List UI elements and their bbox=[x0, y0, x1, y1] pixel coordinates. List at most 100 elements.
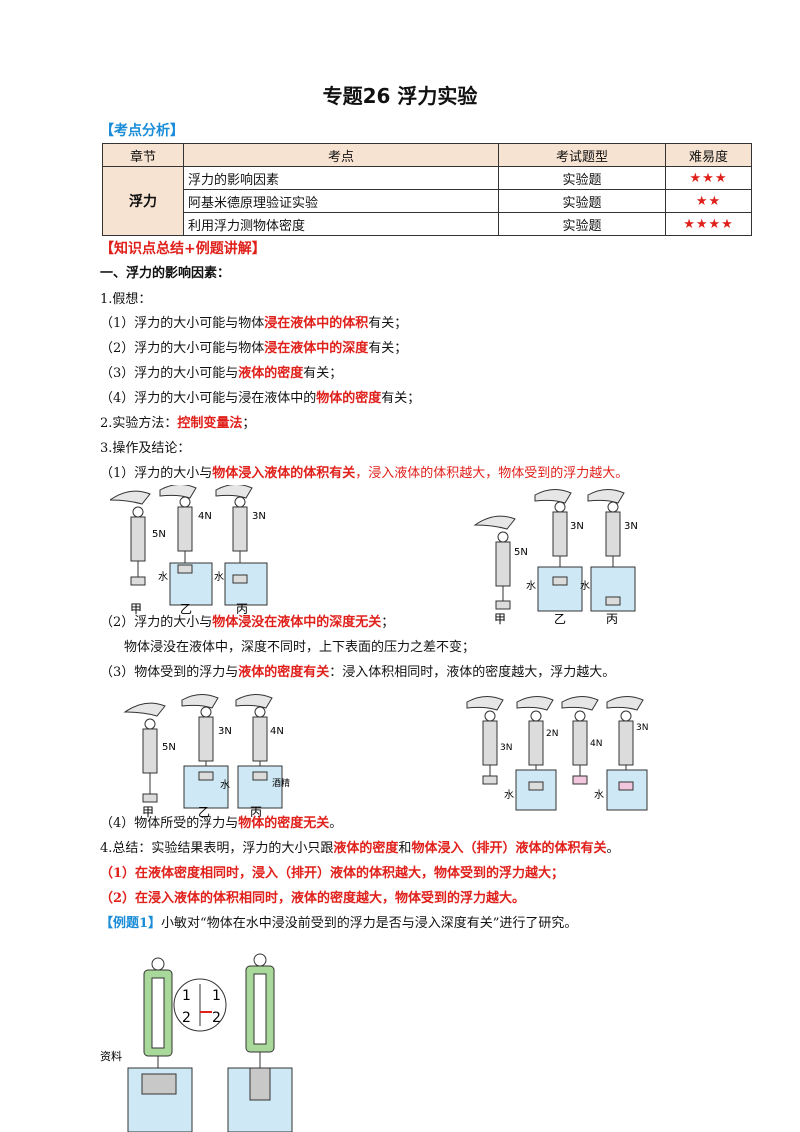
svg-text:1: 1 bbox=[182, 988, 191, 1004]
water-tank-icon bbox=[227, 1067, 293, 1132]
exam-points-table: 章节 考点 考试题型 难易度 浮力 浮力的影响因素 实验题 ★★★ 阿基米德原理… bbox=[102, 143, 752, 236]
figure-object-density-experiment: 3N 2N 4N 3N 水 水 bbox=[466, 696, 648, 811]
block-icon bbox=[572, 775, 588, 785]
svg-text:乙: 乙 bbox=[180, 602, 192, 615]
hand-icon bbox=[159, 485, 197, 499]
spring-scale-icon bbox=[232, 506, 248, 552]
hand-icon bbox=[123, 702, 166, 717]
hypothesis-line-2: （2）浮力的大小可能与物体浸在液体中的深度有关； bbox=[100, 341, 408, 356]
hand-icon bbox=[473, 515, 516, 530]
table-row: 利用浮力测物体密度 实验题 ★★★★ bbox=[103, 212, 752, 236]
svg-text:4N: 4N bbox=[198, 511, 212, 522]
chapter-cell: 浮力 bbox=[102, 166, 184, 236]
spring-scale-icon bbox=[245, 953, 275, 1068]
table-row: 阿基米德原理验证实验 实验题 ★★ bbox=[103, 189, 752, 213]
spring-scale-icon bbox=[605, 511, 621, 557]
section-knowledge-heading: 【知识点总结+例题讲解】 bbox=[100, 241, 266, 257]
svg-text:1: 1 bbox=[212, 988, 221, 1004]
difficulty-stars: ★★ bbox=[665, 189, 752, 213]
svg-text:4N: 4N bbox=[270, 726, 284, 737]
figure-volume-experiment: 5N 4N 3N 水 水 甲 乙 丙 bbox=[110, 485, 268, 615]
type-cell: 实验题 bbox=[498, 212, 666, 236]
svg-text:3N: 3N bbox=[570, 521, 584, 532]
svg-text:水: 水 bbox=[504, 789, 514, 801]
example-1-line: 【例题1】小敏对“物体在水中浸没前受到的浮力是否与浸入深度有关”进行了研究。 bbox=[100, 916, 578, 931]
method-line: 2.实验方法：控制变量法； bbox=[100, 416, 256, 431]
spring-scale-icon bbox=[130, 516, 146, 562]
beaker-icon bbox=[590, 566, 636, 612]
conclusion-4: （4）物体所受的浮力与物体的密度无关。 bbox=[100, 816, 343, 831]
beaker-icon bbox=[169, 562, 213, 606]
svg-text:3N: 3N bbox=[636, 723, 648, 733]
hand-icon bbox=[534, 489, 572, 504]
svg-text:4N: 4N bbox=[590, 739, 602, 749]
conclusion-3: （3）物体受到的浮力与液体的密度有关：浸入体积相同时，液体的密度越大，浮力越大。 bbox=[100, 665, 616, 680]
svg-text:甲: 甲 bbox=[494, 612, 506, 625]
svg-text:2: 2 bbox=[182, 1010, 191, 1026]
svg-text:酒精: 酒精 bbox=[272, 777, 290, 789]
svg-text:丙: 丙 bbox=[236, 602, 248, 615]
svg-text:水: 水 bbox=[594, 789, 604, 801]
operations-title: 3.操作及结论： bbox=[100, 441, 191, 456]
hypothesis-line-3: （3）浮力的大小可能与液体的密度有关； bbox=[100, 366, 343, 381]
beaker-icon bbox=[515, 769, 557, 811]
svg-text:水: 水 bbox=[526, 580, 536, 592]
svg-text:乙: 乙 bbox=[554, 612, 566, 625]
summary-point-1: （1）在液体密度相同时，浸入（排开）液体的体积越大，物体受到的浮力越大； bbox=[100, 866, 565, 881]
svg-text:3N: 3N bbox=[218, 726, 232, 737]
svg-text:2N: 2N bbox=[546, 729, 558, 739]
difficulty-stars: ★★★ bbox=[665, 166, 752, 190]
difficulty-stars: ★★★★ bbox=[665, 212, 752, 236]
type-cell: 实验题 bbox=[498, 166, 666, 190]
hypothesis-title: 1.假想： bbox=[100, 292, 152, 307]
hand-icon bbox=[466, 696, 504, 711]
svg-text:3N: 3N bbox=[624, 521, 638, 532]
point-cell: 浮力的影响因素 bbox=[183, 166, 499, 190]
block-icon bbox=[495, 600, 511, 610]
svg-text:丙: 丙 bbox=[606, 612, 618, 625]
spring-scale-icon bbox=[572, 720, 588, 766]
header-point: 考点 bbox=[183, 143, 499, 167]
water-tank-icon bbox=[127, 1067, 193, 1132]
table-row: 浮力 浮力的影响因素 实验题 ★★★ bbox=[102, 166, 752, 236]
block-icon bbox=[142, 793, 158, 803]
conclusion-2: （2）浮力的大小与物体浸没在液体中的深度无关； bbox=[100, 615, 395, 630]
spring-scale-icon bbox=[495, 541, 511, 587]
type-cell: 实验题 bbox=[498, 189, 666, 213]
spring-scale-icon bbox=[143, 957, 173, 1074]
point-cell: 利用浮力测物体密度 bbox=[183, 212, 499, 236]
table-header-row: 章节 考点 考试题型 难易度 bbox=[102, 143, 752, 167]
svg-text:资料: 资料 bbox=[100, 1049, 122, 1063]
block-icon bbox=[482, 775, 498, 785]
spring-scale-icon bbox=[198, 716, 214, 762]
point-cell: 阿基米德原理验证实验 bbox=[183, 189, 499, 213]
figure-example-1: 1 1 2 2 资料 bbox=[100, 953, 293, 1132]
spring-scale-icon bbox=[618, 720, 634, 766]
magnifier-icon: 1 1 2 2 bbox=[173, 978, 227, 1032]
hand-icon bbox=[561, 696, 599, 711]
section-analysis-heading: 【考点分析】 bbox=[100, 123, 184, 139]
beaker-icon bbox=[537, 566, 583, 612]
hand-icon bbox=[110, 490, 151, 505]
svg-text:水: 水 bbox=[220, 779, 230, 791]
hand-icon bbox=[516, 696, 554, 711]
spring-scale-icon bbox=[482, 720, 498, 766]
svg-text:5N: 5N bbox=[152, 529, 166, 540]
hypothesis-line-4: （4）浮力的大小可能与浸在液体中的物体的密度有关； bbox=[100, 391, 421, 406]
summary-point-2: （2）在浸入液体的体积相同时，液体的密度越大，物体受到的浮力越大。 bbox=[100, 891, 526, 906]
conclusion-1: （1）浮力的大小与物体浸入液体的体积有关，浸入液体的体积越大，物体受到的浮力越大… bbox=[100, 466, 629, 481]
beaker-icon bbox=[183, 765, 229, 809]
spring-scale-icon bbox=[552, 511, 568, 557]
svg-text:5N: 5N bbox=[514, 547, 528, 558]
svg-text:2: 2 bbox=[212, 1010, 221, 1026]
svg-text:丙: 丙 bbox=[250, 805, 262, 819]
beaker-icon bbox=[606, 769, 648, 811]
hand-icon bbox=[235, 694, 273, 709]
spring-scale-icon bbox=[142, 728, 158, 774]
conclusion-2-detail: 物体浸没在液体中，深度不同时，上下表面的压力之差不变； bbox=[124, 640, 476, 655]
svg-text:3N: 3N bbox=[252, 511, 266, 522]
summary-line: 4.总结：实验结果表明，浮力的大小只跟液体的密度和物体浸入（排开）液体的体积有关… bbox=[100, 841, 620, 856]
svg-text:5N: 5N bbox=[162, 742, 176, 753]
hand-icon bbox=[181, 694, 219, 709]
svg-text:水: 水 bbox=[214, 571, 224, 583]
